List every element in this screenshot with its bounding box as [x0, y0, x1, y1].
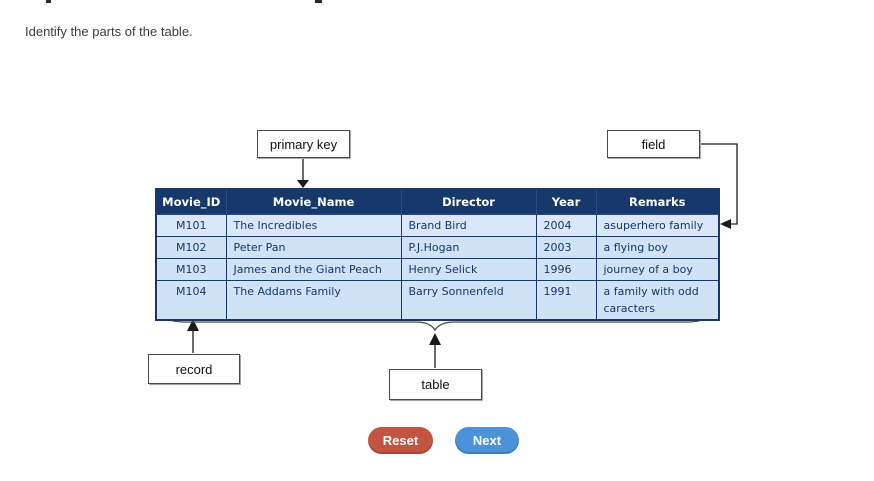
- cell-movie-id: M102: [155, 236, 227, 259]
- cell-movie-name: The Incredibles: [225, 214, 402, 237]
- field-label[interactable]: field: [607, 130, 700, 158]
- cell-movie-name: The Addams Family: [225, 280, 402, 321]
- cell-director: P.J.Hogan: [400, 236, 537, 259]
- cell-movie-id: M103: [155, 258, 227, 281]
- cell-movie-name: James and the Giant Peach: [225, 258, 402, 281]
- table-row: M104 The Addams Family Barry Sonnenfeld …: [155, 280, 720, 321]
- instruction-text: Identify the parts of the table.: [25, 24, 193, 39]
- cell-remarks: a flying boy: [595, 236, 720, 259]
- cell-movie-name: Peter Pan: [225, 236, 402, 259]
- cell-year: 2004: [535, 214, 597, 237]
- table-row: M103 James and the Giant Peach Henry Sel…: [155, 258, 720, 281]
- next-button-label: Next: [472, 433, 502, 448]
- table-label[interactable]: table: [389, 369, 482, 400]
- table-row: M101 The Incredibles Brand Bird 2004 asu…: [155, 214, 720, 237]
- table-header-row: Movie_ID Movie_Name Director Year Remark…: [155, 188, 720, 215]
- record-label[interactable]: record: [148, 354, 240, 384]
- primary-key-label-text: primary key: [269, 136, 338, 152]
- header-year: Year: [535, 188, 597, 215]
- clipped-heading-artifact: [315, 0, 322, 3]
- primary-key-arrow: [297, 159, 309, 188]
- cell-remarks: a family with odd caracters: [595, 280, 720, 321]
- header-remarks: Remarks: [595, 188, 720, 215]
- next-button[interactable]: Next: [455, 427, 519, 454]
- cell-director: Henry Selick: [400, 258, 537, 281]
- primary-key-label[interactable]: primary key: [257, 130, 350, 158]
- reset-button-label: Reset: [382, 433, 419, 448]
- cell-director: Barry Sonnenfeld: [400, 280, 537, 321]
- cell-director: Brand Bird: [400, 214, 537, 237]
- record-arrow: [187, 319, 199, 353]
- record-label-text: record: [175, 361, 213, 377]
- cell-movie-id: M101: [155, 214, 227, 237]
- cell-year: 1996: [535, 258, 597, 281]
- field-label-text: field: [641, 136, 666, 152]
- cell-year: 1991: [535, 280, 597, 321]
- cell-remarks: asuperhero family: [595, 214, 720, 237]
- cell-remarks: journey of a boy: [595, 258, 720, 281]
- reset-button[interactable]: Reset: [368, 427, 433, 454]
- table-label-text: table: [421, 377, 450, 392]
- table-row: M102 Peter Pan P.J.Hogan 2003 a flying b…: [155, 236, 720, 259]
- cell-year: 2003: [535, 236, 597, 259]
- clipped-heading-artifact: [46, 0, 51, 3]
- movies-table: Movie_ID Movie_Name Director Year Remark…: [155, 188, 720, 321]
- header-movie-id: Movie_ID: [155, 188, 227, 215]
- header-director: Director: [400, 188, 537, 215]
- cell-movie-id: M104: [155, 280, 227, 321]
- header-movie-name: Movie_Name: [225, 188, 402, 215]
- table-arrow: [429, 333, 441, 368]
